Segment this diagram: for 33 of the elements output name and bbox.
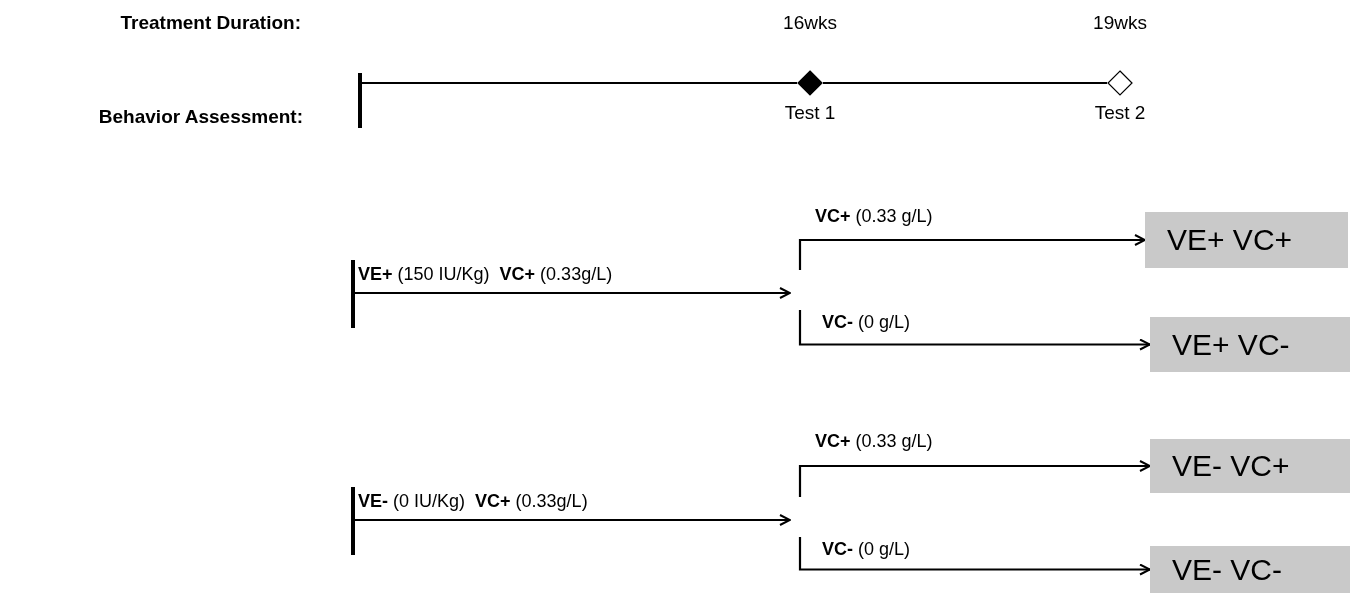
timeline-line [823,81,1107,85]
group-name: VE- VC+ [1172,449,1290,483]
group-box [1145,212,1348,268]
row-label: Behavior Assessment: [98,106,303,128]
group-name: VE+ VC- [1172,327,1290,362]
row-label: Treatment Duration: [120,12,301,34]
start-bar [351,487,355,555]
start-bar [351,260,355,328]
edge-label: VC- (0 g/L) [822,540,911,558]
milestone-diamond [1107,70,1133,96]
arrow [798,234,1146,270]
group-box [1150,439,1350,493]
test-label: Test 2 [1094,102,1146,124]
arrow [798,537,1151,576]
group-name: VE- VC- [1172,552,1282,587]
start-bar [358,73,362,128]
duration-label: 19wks [1093,12,1147,34]
edge-label: VC- (0 g/L) [822,313,911,331]
edge-label: VE- (0 IU/Kg) VC+ (0.33g/L) [358,492,588,510]
arrow [798,310,1151,351]
milestone-diamond [797,70,823,96]
test-label: Test 1 [784,102,836,124]
group-box [1150,317,1350,372]
arrow [798,460,1151,497]
group-name: VE+ VC+ [1167,223,1293,257]
timeline-line [362,81,797,85]
edge-label: VE+ (150 IU/Kg) VC+ (0.33g/L) [358,265,613,283]
duration-label: 16wks [783,12,837,34]
arrow [355,514,791,526]
arrow [355,287,791,299]
edge-label: VC+ (0.33 g/L) [815,432,933,450]
group-box [1150,546,1350,593]
edge-label: VC+ (0.33 g/L) [815,207,933,225]
